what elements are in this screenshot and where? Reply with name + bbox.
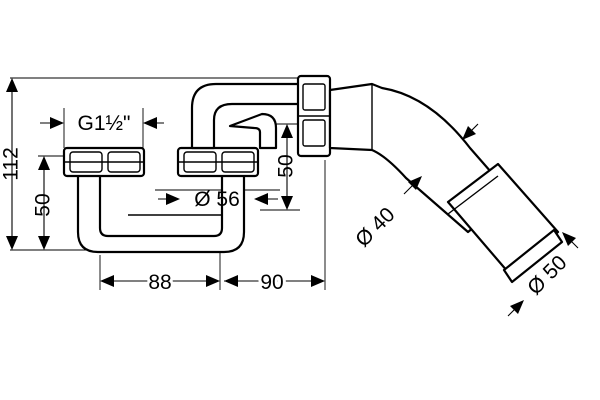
right-inlet-nut bbox=[176, 146, 260, 178]
dimension-horizontal-right: 90 bbox=[224, 268, 325, 297]
overflow-riser bbox=[190, 82, 307, 150]
horizontal-right-label: 90 bbox=[260, 271, 283, 294]
pipe-diameter-label: Ø 40 bbox=[351, 203, 399, 251]
dimension-thread: G1½" bbox=[40, 112, 164, 135]
extension-lines bbox=[10, 77, 326, 290]
inlet-diameter-label: Ø 56 bbox=[194, 188, 240, 211]
dimension-outlet-height: 50 bbox=[275, 124, 298, 210]
u-trap bbox=[76, 173, 246, 254]
dimension-inlet-diameter: Ø 56 bbox=[158, 188, 278, 211]
outlet-height-label: 50 bbox=[275, 154, 298, 177]
outlet-union-nut bbox=[296, 74, 332, 158]
trap-height-label: 50 bbox=[32, 193, 55, 216]
left-inlet-nut bbox=[62, 146, 146, 178]
outlet-sleeve bbox=[446, 162, 564, 284]
dimension-trap-height: 50 bbox=[32, 156, 55, 250]
horizontal-left-label: 88 bbox=[148, 271, 171, 294]
dimension-horizontal-left: 88 bbox=[100, 268, 220, 297]
thread-label: G1½" bbox=[78, 112, 131, 135]
siphon-body bbox=[62, 74, 564, 284]
dimension-total-height: 112 bbox=[0, 78, 23, 250]
total-height-label: 112 bbox=[0, 147, 23, 180]
